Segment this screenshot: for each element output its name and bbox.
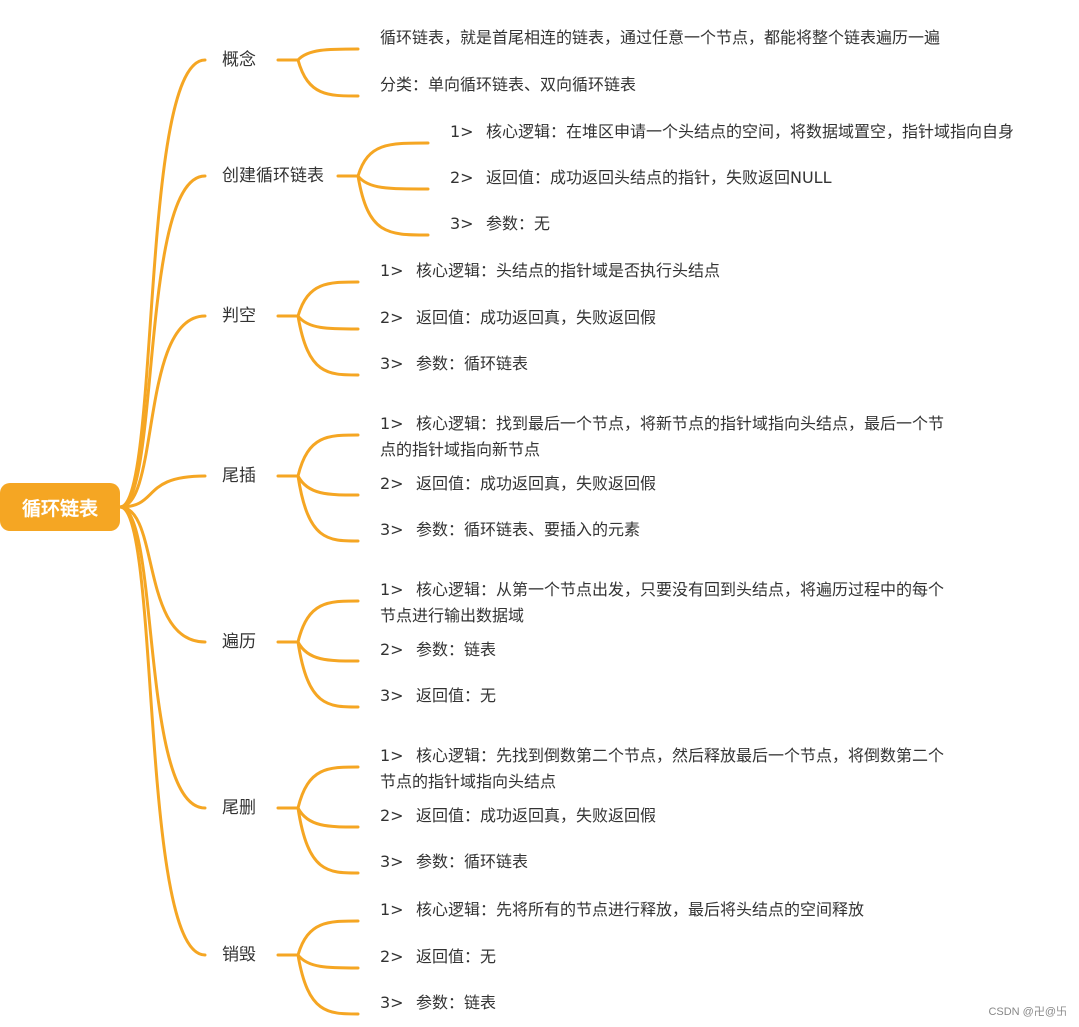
leaf-number: 2> [380, 640, 404, 659]
leaf-text: 核心逻辑：先找到倒数第二个节点，然后释放最后一个节点，将倒数第二个 [416, 746, 945, 765]
item-connector-destroy-1 [296, 953, 360, 970]
leaf-create-3[interactable]: 3> 参数：无 [450, 211, 550, 237]
leaf-destroy-2[interactable]: 2> 返回值：无 [380, 944, 496, 970]
item-connector-create-1 [356, 174, 430, 191]
item-connector-tail-insert-2 [296, 474, 360, 543]
leaf-number: 3> [380, 520, 404, 539]
item-connector-tail-delete-0 [296, 765, 360, 810]
leaf-text: 参数：循环链表、要插入的元素 [416, 520, 641, 539]
leaf-number: 1> [380, 900, 404, 919]
root-connector-traverse [118, 505, 207, 644]
root-node[interactable]: 循环链表 [0, 483, 120, 531]
leaf-number: 3> [380, 852, 404, 871]
leaf-text: 返回值：成功返回真，失败返回假 [416, 308, 657, 327]
item-connector-destroy-0 [296, 919, 360, 957]
item-connector-tail-insert-0 [296, 433, 360, 478]
root-connector-empty [118, 314, 207, 509]
leaf-text: 分类：单向循环链表、双向循环链表 [380, 75, 637, 94]
leaf-tail-insert-3[interactable]: 3> 参数：循环链表、要插入的元素 [380, 517, 640, 543]
item-connector-traverse-0 [296, 599, 360, 644]
leaf-number: 1> [450, 122, 474, 141]
leaf-text: 节点的指针域指向头结点 [380, 772, 557, 791]
leaf-number: 2> [380, 947, 404, 966]
leaf-number: 3> [380, 354, 404, 373]
leaf-number: 2> [450, 168, 474, 187]
item-connector-tail-insert-1 [296, 474, 360, 497]
watermark: CSDN @卍@卐 [988, 1006, 1067, 1018]
leaf-text: 核心逻辑：头结点的指针域是否执行头结点 [416, 261, 721, 280]
leaf-text: 参数：循环链表 [416, 852, 529, 871]
leaf-text: 返回值：成功返回真，失败返回假 [416, 806, 657, 825]
leaf-number: 3> [450, 214, 474, 233]
leaf-text: 返回值：成功返回头结点的指针，失败返回NULL [486, 168, 832, 187]
item-connector-concept-1 [296, 58, 360, 98]
item-connector-concept-0 [296, 47, 360, 62]
branch-traverse[interactable]: 遍历 [222, 632, 256, 652]
item-connector-tail-delete-2 [296, 806, 360, 875]
leaf-tail-insert-2[interactable]: 2> 返回值：成功返回真，失败返回假 [380, 471, 656, 497]
item-connector-empty-2 [296, 314, 360, 377]
leaf-number: 1> [380, 414, 404, 433]
leaf-number: 1> [380, 580, 404, 599]
branch-tail-insert[interactable]: 尾插 [222, 466, 256, 486]
leaf-concept-2[interactable]: 分类：单向循环链表、双向循环链表 [380, 72, 636, 98]
leaf-text: 参数：链表 [416, 993, 497, 1012]
leaf-number: 2> [380, 806, 404, 825]
leaf-concept-1[interactable]: 循环链表，就是首尾相连的链表，通过任意一个节点，都能将整个链表遍历一遍 [380, 25, 940, 51]
leaf-number: 2> [380, 474, 404, 493]
root-connector-tail-delete [118, 505, 207, 810]
branch-tail-delete[interactable]: 尾删 [222, 798, 256, 818]
branch-empty[interactable]: 判空 [222, 306, 256, 326]
leaf-empty-1[interactable]: 1> 核心逻辑：头结点的指针域是否执行头结点 [380, 258, 720, 284]
leaf-text: 核心逻辑：先将所有的节点进行释放，最后将头结点的空间释放 [416, 900, 865, 919]
branch-concept[interactable]: 概念 [222, 50, 256, 70]
leaf-destroy-1[interactable]: 1> 核心逻辑：先将所有的节点进行释放，最后将头结点的空间释放 [380, 897, 864, 923]
leaf-text: 参数：循环链表 [416, 354, 529, 373]
item-connector-destroy-2 [296, 953, 360, 1016]
root-connector-concept [118, 58, 207, 509]
branch-create[interactable]: 创建循环链表 [222, 166, 324, 186]
leaf-number: 2> [380, 308, 404, 327]
leaf-number: 3> [380, 686, 404, 705]
leaf-number: 1> [380, 261, 404, 280]
root-label: 循环链表 [21, 497, 98, 520]
leaf-traverse-2[interactable]: 2> 参数：链表 [380, 637, 496, 663]
leaf-text: 返回值：无 [416, 947, 497, 966]
leaf-empty-3[interactable]: 3> 参数：循环链表 [380, 351, 528, 377]
item-connector-empty-1 [296, 314, 360, 331]
item-connector-create-0 [356, 141, 430, 178]
leaf-tail-delete-3[interactable]: 3> 参数：循环链表 [380, 849, 528, 875]
leaf-text: 核心逻辑：找到最后一个节点，将新节点的指针域指向头结点，最后一个节 [416, 414, 945, 433]
root-connector-destroy [118, 505, 207, 957]
leaf-traverse-1[interactable]: 1> 核心逻辑：从第一个节点出发，只要没有回到头结点，将遍历过程中的每个节点进行输… [380, 577, 944, 629]
leaf-text: 参数：无 [486, 214, 551, 233]
item-connector-traverse-2 [296, 640, 360, 709]
leaf-tail-delete-2[interactable]: 2> 返回值：成功返回真，失败返回假 [380, 803, 656, 829]
leaf-tail-delete-1[interactable]: 1> 核心逻辑：先找到倒数第二个节点，然后释放最后一个节点，将倒数第二个节点的指针… [380, 743, 944, 795]
leaf-empty-2[interactable]: 2> 返回值：成功返回真，失败返回假 [380, 305, 656, 331]
root-connector-create [118, 174, 207, 509]
leaf-text: 核心逻辑：从第一个节点出发，只要没有回到头结点，将遍历过程中的每个 [416, 580, 945, 599]
leaf-text: 点的指针域指向新节点 [380, 440, 541, 459]
item-connector-empty-0 [296, 280, 360, 318]
leaf-number: 3> [380, 993, 404, 1012]
leaf-text: 返回值：成功返回真，失败返回假 [416, 474, 657, 493]
leaf-tail-insert-1[interactable]: 1> 核心逻辑：找到最后一个节点，将新节点的指针域指向头结点，最后一个节点的指针域… [380, 411, 944, 463]
leaf-traverse-3[interactable]: 3> 返回值：无 [380, 683, 496, 709]
item-connector-traverse-1 [296, 640, 360, 663]
leaf-text: 循环链表，就是首尾相连的链表，通过任意一个节点，都能将整个链表遍历一遍 [380, 28, 941, 47]
leaf-text: 参数：链表 [416, 640, 497, 659]
leaf-create-2[interactable]: 2> 返回值：成功返回头结点的指针，失败返回NULL [450, 165, 832, 191]
root-connector-tail-insert [118, 474, 207, 509]
leaf-text: 核心逻辑：在堆区申请一个头结点的空间，将数据域置空，指针域指向自身 [486, 122, 1015, 141]
item-connector-tail-delete-1 [296, 806, 360, 829]
leaf-text: 返回值：无 [416, 686, 497, 705]
leaf-destroy-3[interactable]: 3> 参数：链表 [380, 990, 496, 1016]
item-connector-create-2 [356, 174, 430, 237]
leaf-text: 节点进行输出数据域 [380, 606, 525, 625]
leaf-number: 1> [380, 746, 404, 765]
branch-destroy[interactable]: 销毁 [222, 945, 256, 965]
leaf-create-1[interactable]: 1> 核心逻辑：在堆区申请一个头结点的空间，将数据域置空，指针域指向自身 [450, 119, 1014, 145]
